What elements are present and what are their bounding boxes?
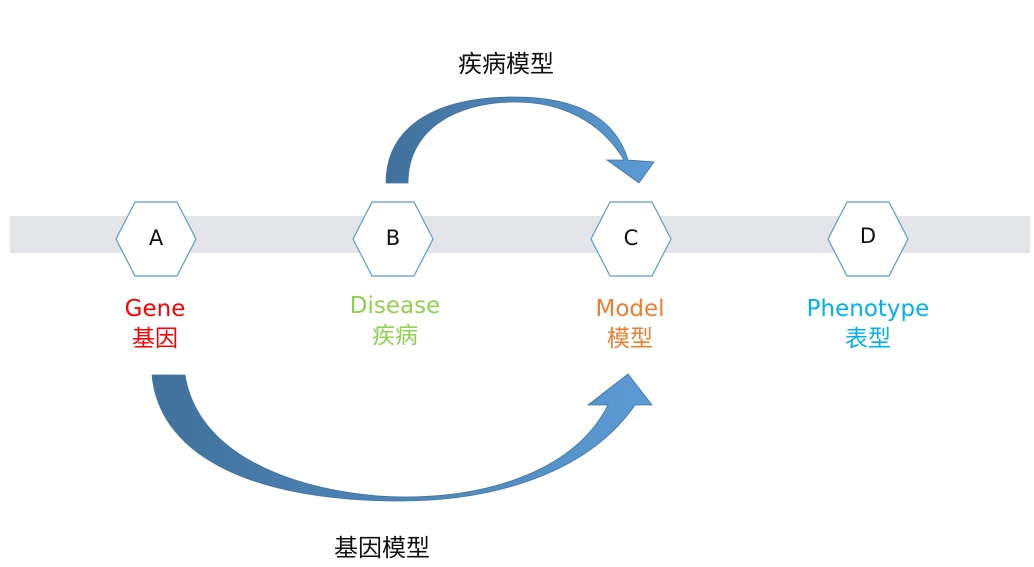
node-a-letter: A: [148, 226, 164, 250]
node-c-label-en: Model: [595, 296, 665, 322]
node-b-label-zh: 疾病: [372, 323, 418, 349]
node-d-label: Phenotype 表型: [768, 294, 968, 354]
node-d-label-en: Phenotype: [806, 296, 930, 322]
hexagon-d: [827, 201, 909, 277]
bottom-arrow-label: 基因模型: [334, 534, 430, 562]
hexagon-b: [352, 201, 434, 277]
node-c-label-zh: 模型: [607, 326, 653, 352]
node-b-label-en: Disease: [349, 293, 441, 319]
node-d-label-zh: 表型: [845, 326, 891, 352]
hexagon-c: [590, 201, 672, 277]
node-c-letter: C: [623, 226, 639, 250]
top-curved-arrow: [385, 96, 655, 184]
node-b-label: Disease 疾病: [295, 291, 495, 351]
node-d-letter: D: [859, 224, 877, 248]
node-a-label-en: Gene: [124, 296, 186, 322]
hexagon-a: [115, 201, 197, 277]
node-b-letter: B: [385, 226, 401, 250]
node-c-label: Model 模型: [530, 294, 730, 354]
bottom-curved-arrow: [151, 373, 653, 502]
node-a-label-zh: 基因: [132, 326, 178, 352]
top-arrow-label: 疾病模型: [458, 50, 554, 78]
node-a-label: Gene 基因: [55, 294, 255, 354]
